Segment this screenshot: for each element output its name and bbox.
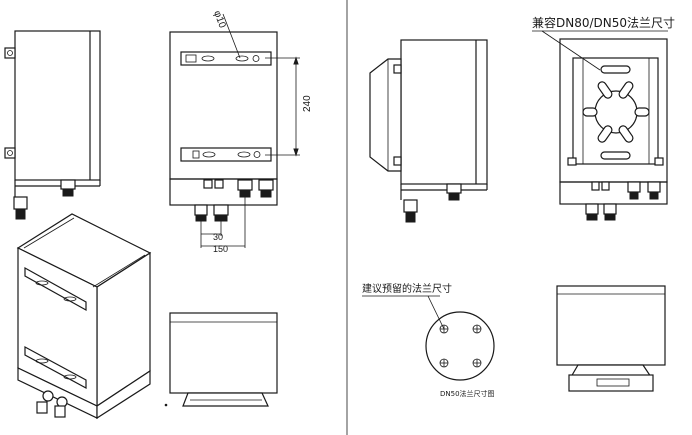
dim-240-label: 240 [302,95,313,112]
isometric-view [16,213,152,420]
side-view-right [369,39,488,223]
dim-phi10-label: φ10 [211,9,228,30]
reserved-flange-note: 建议预留的法兰尺寸 [362,282,452,295]
front-view-left: φ10 240 30 150 [169,9,313,254]
dim-150-label: 150 [213,244,228,254]
flange-bolt-holes [439,324,482,368]
bottom-view-right [556,285,666,392]
dn50-flange-label: DN50法兰尺寸图 [440,389,495,398]
side-view-left [4,30,101,220]
dn50-flange-view: 建议预留的法兰尺寸 DN50法兰尺寸图 [362,282,495,398]
flange-compat-note: 兼容DN80/DN50法兰尺寸 [532,15,675,30]
stray-mark [164,403,168,407]
dim-30-label: 30 [213,232,223,242]
front-view-right: 兼容DN80/DN50法兰尺寸 [532,15,675,221]
bottom-view-left [169,312,278,407]
